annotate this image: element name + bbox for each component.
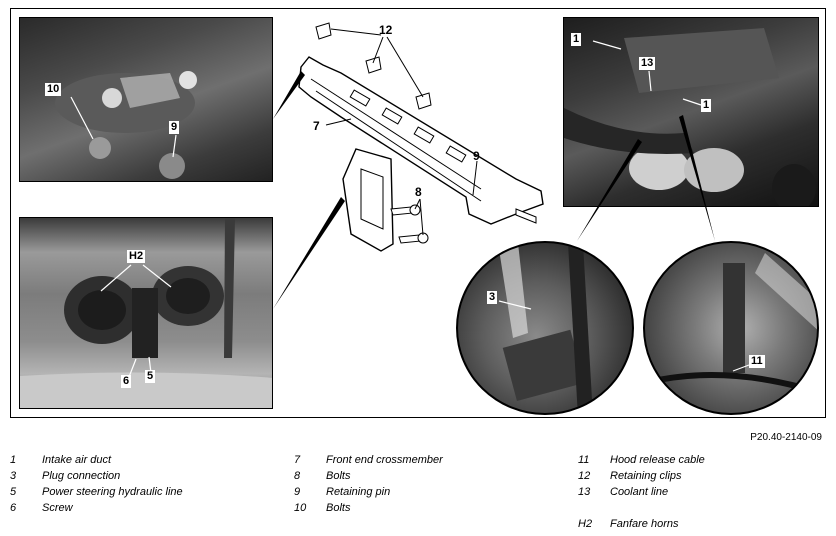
legend-item: 9 Retaining pin	[294, 484, 443, 500]
legend-text: Fanfare horns	[610, 518, 679, 530]
legend-text: Bolts	[326, 470, 351, 482]
callout-h2: H2	[127, 250, 146, 263]
figure-frame: 10 9 H2 6 5 12 7 9 8 1 13 1 3 11	[10, 8, 826, 418]
legend-item: 8 Bolts	[294, 468, 443, 484]
callout-10: 10	[45, 83, 62, 96]
callout-9-diagram: 9	[473, 149, 480, 163]
legend-num: 3	[10, 470, 17, 482]
legend-num: 8	[294, 470, 301, 482]
legend-num: 9	[294, 486, 301, 498]
legend-text: Power steering hydraulic line	[42, 486, 183, 498]
photo-engine-shapes	[564, 28, 816, 206]
callout-3: 3	[487, 291, 498, 304]
callout-5: 5	[145, 370, 156, 383]
pointer-to-circle-2	[679, 115, 715, 241]
legend-num: 13	[578, 486, 591, 498]
inset-plug-connection	[456, 241, 634, 415]
callout-13: 13	[639, 57, 656, 70]
legend-text: Retaining clips	[610, 470, 682, 482]
legend-num: 1	[10, 454, 17, 466]
legend-item: 7 Front end crossmember	[294, 452, 443, 468]
legend-item: 6 Screw	[10, 500, 183, 516]
legend-item: 11 Hood release cable	[578, 452, 705, 468]
legend-text: Bolts	[326, 502, 351, 514]
callout-1a: 1	[571, 33, 582, 46]
legend-text: Hood release cable	[610, 454, 705, 466]
inset-plug-shapes	[498, 243, 593, 413]
legend-num: H2	[578, 518, 593, 530]
callout-1b: 1	[701, 99, 712, 112]
legend-num: 10	[294, 502, 307, 514]
legend-text: Coolant line	[610, 486, 669, 498]
legend-num: 6	[10, 502, 17, 514]
legend-num: 12	[578, 470, 591, 482]
callout-8: 8	[415, 185, 422, 199]
legend-num: 7	[294, 454, 301, 466]
legend-text: Plug connection	[42, 470, 121, 482]
callout-11: 11	[749, 355, 765, 368]
photo-horns-shapes	[20, 218, 272, 408]
callout-12: 12	[379, 23, 393, 37]
legend-item: 5 Power steering hydraulic line	[10, 484, 183, 500]
pointer-to-circle-1	[577, 139, 642, 241]
legend-item: 1 Intake air duct	[10, 452, 183, 468]
callout-6: 6	[121, 375, 132, 388]
legend-col-1: 1 Intake air duct 3 Plug connection 5 Power…	[10, 452, 183, 516]
legend-item: 12 Retaining clips	[578, 468, 705, 484]
inset-hood-release	[643, 241, 819, 415]
pointer-to-photo-tl	[273, 71, 305, 119]
legend-text: Front end crossmember	[326, 454, 443, 466]
photo-engine-bay	[563, 17, 819, 207]
legend-text: Screw	[42, 502, 73, 514]
legend-col-3: 11 Hood release cable 12 Retaining clips 1…	[578, 452, 705, 532]
callout-9-photo: 9	[169, 121, 180, 134]
legend-item: 10 Bolts	[294, 500, 443, 516]
legend-text: Retaining pin	[326, 486, 391, 498]
pointer-to-photo-bl	[273, 197, 345, 309]
inset-hood-shapes	[645, 253, 817, 395]
figure-reference: P20.40-2140-09	[750, 432, 822, 443]
legend-num: 11	[578, 454, 590, 466]
legend-item: H2 Fanfare horns	[578, 516, 705, 532]
legend-num: 5	[10, 486, 17, 498]
legend-item: 13 Coolant line	[578, 484, 705, 500]
legend-text: Intake air duct	[42, 454, 112, 466]
photo-intake-shapes	[55, 71, 197, 179]
callout-7: 7	[313, 119, 320, 133]
legend-item: 3 Plug connection	[10, 468, 183, 484]
crossmember-drawing	[70, 22, 750, 378]
photo-intake-area	[19, 17, 273, 182]
